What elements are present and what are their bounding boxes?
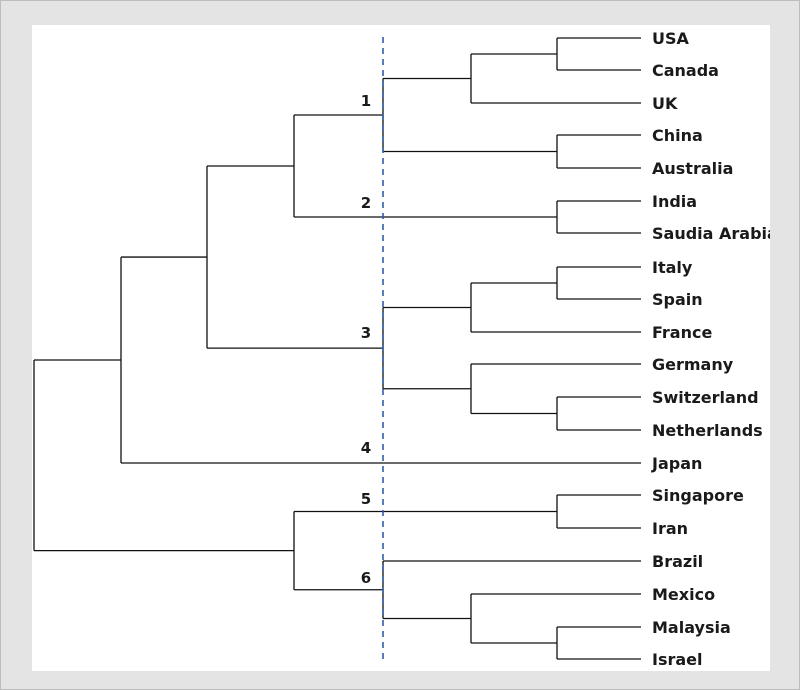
leaf-label: Malaysia	[652, 618, 731, 637]
leaf-label: Canada	[652, 61, 719, 80]
leaf-label: Switzerland	[652, 388, 759, 407]
cluster-labels: 1 2 3 4 5 6	[361, 92, 371, 587]
leaf-label: China	[652, 126, 703, 145]
leaf-label: Germany	[652, 355, 734, 374]
leaf-label: Spain	[652, 290, 703, 309]
dendrogram-branches	[33, 37, 641, 660]
leaf-label: Israel	[652, 650, 703, 669]
leaf-label: Netherlands	[652, 421, 763, 440]
leaf-label: Mexico	[652, 585, 715, 604]
leaf-label: India	[652, 192, 697, 211]
cluster-number-label: 6	[361, 569, 371, 587]
leaf-label: Australia	[652, 159, 733, 178]
leaf-label: UK	[652, 94, 678, 113]
cluster-number-label: 1	[361, 92, 371, 110]
leaf-label: USA	[652, 29, 690, 48]
leaf-label: Italy	[652, 258, 693, 277]
leaf-label: Iran	[652, 519, 688, 538]
leaf-label: Brazil	[652, 552, 703, 571]
cluster-number-label: 2	[361, 194, 371, 212]
cluster-number-label: 5	[361, 490, 371, 508]
cluster-number-label: 4	[361, 439, 371, 457]
leaf-label: France	[652, 323, 712, 342]
leaf-label: Singapore	[652, 486, 744, 505]
leaf-label: Saudia Arabia	[652, 224, 770, 243]
leaf-label: Japan	[651, 454, 702, 473]
cluster-number-label: 3	[361, 324, 371, 342]
